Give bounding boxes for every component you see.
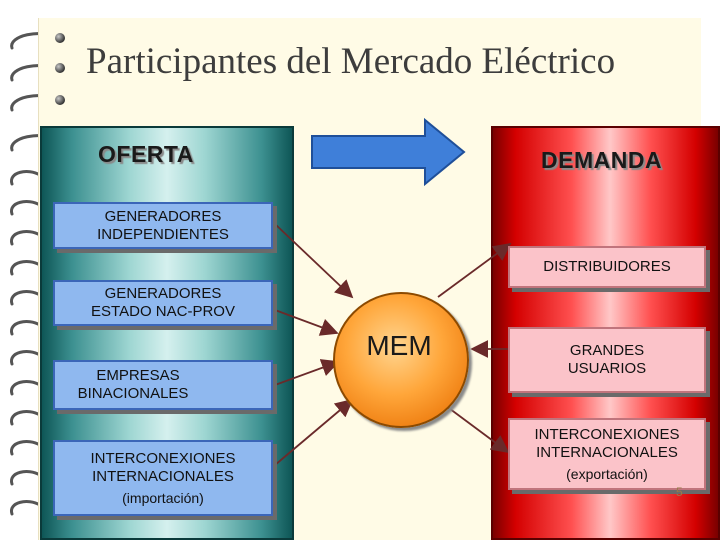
- connector-line: [274, 223, 354, 299]
- box-line: (exportación): [566, 465, 648, 482]
- box-line: INTERNACIONALES: [92, 467, 234, 485]
- box-line: USUARIOS: [567, 360, 647, 377]
- slide-title: Participantes del Mercado Eléctrico: [86, 41, 616, 82]
- box-line: BINACIONALES: [77, 385, 189, 402]
- supply-box-independent-generators: GENERADORES INDEPENDIENTES: [53, 202, 273, 249]
- supply-box-import-interconnections: INTERCONEXIONES INTERNACIONALES (importa…: [53, 440, 273, 516]
- box-line: GRANDES: [569, 342, 645, 359]
- connector-line: [274, 309, 339, 336]
- bullet-dot: [55, 95, 65, 105]
- demand-box-distributors: DISTRIBUIDORES: [508, 246, 706, 288]
- box-line: EMPRESAS: [96, 367, 180, 384]
- supply-header: OFERTA: [98, 141, 194, 167]
- bullet-dot: [55, 63, 65, 73]
- mem-label: MEM: [366, 330, 432, 361]
- supply-box-binational-companies: EMPRESAS BINACIONALES: [53, 360, 273, 410]
- connector-line: [437, 242, 512, 298]
- demand-box-export-interconnections: INTERCONEXIONES INTERNACIONALES (exporta…: [508, 418, 706, 490]
- box-line: INDEPENDIENTES: [97, 225, 229, 243]
- supply-box-state-generators: GENERADORES ESTADO NAC-PROV: [53, 280, 273, 326]
- connector-line: [274, 398, 354, 466]
- demand-box-large-users: GRANDES USUARIOS: [508, 327, 706, 393]
- page-number: 5: [676, 485, 683, 499]
- box-line: GENERADORES: [104, 285, 222, 302]
- box-line: (importación): [122, 489, 204, 506]
- bullet-dot: [55, 33, 65, 43]
- box-line: INTERCONEXIONES: [534, 425, 680, 443]
- supply-to-demand-arrow: [311, 117, 466, 187]
- box-line: ESTADO NAC-PROV: [91, 303, 235, 320]
- box-line: GENERADORES: [104, 207, 222, 225]
- connector-line: [437, 399, 510, 454]
- demand-header: DEMANDA: [541, 147, 663, 173]
- box-line: INTERNACIONALES: [536, 443, 678, 461]
- connector-line: [274, 359, 340, 386]
- mem-circle: [333, 292, 469, 428]
- box-line: INTERCONEXIONES: [90, 449, 236, 467]
- box-line: DISTRIBUIDORES: [543, 258, 671, 275]
